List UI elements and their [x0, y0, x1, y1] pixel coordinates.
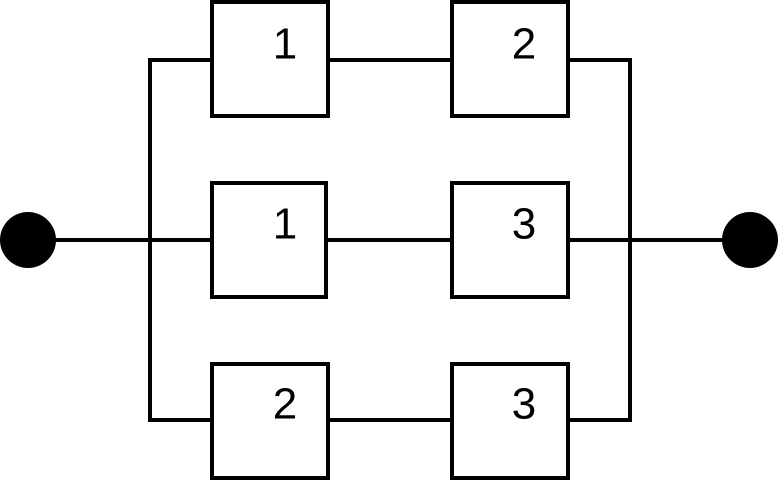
branch-2-block-b: 3 — [450, 181, 570, 299]
branch-1-block-b: 2 — [450, 0, 570, 118]
block-label: 3 — [512, 380, 536, 429]
block-label: 2 — [512, 20, 536, 69]
input-terminal — [0, 212, 56, 268]
block-label: 1 — [273, 20, 297, 69]
branch-1: 1 2 — [148, 0, 632, 118]
branch-3-block-b: 3 — [450, 362, 570, 480]
block-label: 1 — [273, 200, 297, 249]
branch-2: 1 3 — [148, 181, 632, 299]
branch-2-block-a: 1 — [210, 181, 328, 299]
branch-3-block-a: 2 — [210, 362, 330, 480]
block-box — [210, 362, 330, 480]
output-terminal — [722, 212, 778, 268]
block-label: 3 — [512, 200, 536, 249]
block-box — [210, 181, 328, 299]
block-box — [210, 0, 330, 118]
branch-3: 2 3 — [148, 362, 632, 480]
block-box — [450, 362, 570, 480]
block-box — [450, 181, 570, 299]
block-label: 2 — [273, 380, 297, 429]
block-box — [450, 0, 570, 118]
branch-1-block-a: 1 — [210, 0, 330, 118]
